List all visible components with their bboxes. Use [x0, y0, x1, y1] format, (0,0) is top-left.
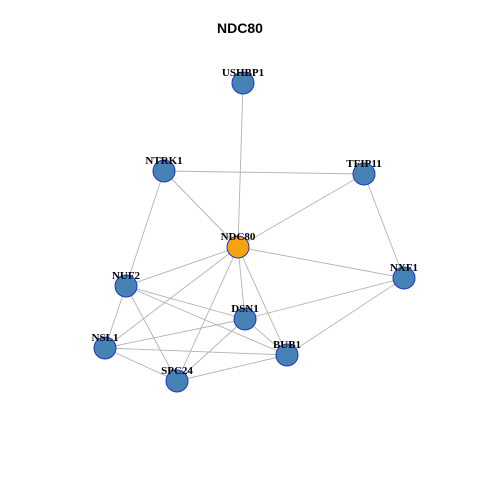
node-circle[interactable] [165, 369, 189, 393]
node-label: NDC80 [221, 231, 256, 243]
edge-dsn1-nsl1 [104, 318, 246, 349]
edge-ndc80-dsn1 [237, 246, 246, 320]
node-label: USHBP1 [222, 67, 264, 79]
edge-nsl1-spc24 [104, 347, 178, 382]
node-label: NUF2 [112, 270, 141, 282]
edge-tfip11-nxf1 [363, 173, 405, 279]
node-circle[interactable] [352, 162, 376, 186]
node-circle[interactable] [152, 159, 176, 183]
node-ndc80[interactable]: NDC80 [221, 231, 256, 259]
node-circle[interactable] [231, 71, 255, 95]
edge-nuf2-bub1 [125, 285, 288, 356]
edge-nuf2-spc24 [125, 285, 178, 382]
edge-spc24-bub1 [176, 354, 288, 382]
edge-ndc80-nxf1 [237, 246, 405, 279]
node-circle[interactable] [226, 235, 250, 259]
node-tfip11[interactable]: TFIP11 [346, 158, 382, 186]
page-title: NDC80 [217, 20, 263, 36]
node-circle[interactable] [114, 274, 138, 298]
node-nsl1[interactable]: NSL1 [92, 332, 119, 360]
edge-ntrk1-nuf2 [125, 170, 165, 287]
edge-nuf2-dsn1 [125, 285, 246, 320]
node-label: NXF1 [390, 262, 418, 274]
node-nuf2[interactable]: NUF2 [112, 270, 141, 298]
node-circle[interactable] [233, 307, 257, 331]
node-label: DSN1 [231, 303, 259, 315]
edge-ndc80-nuf2 [125, 246, 239, 287]
edge-ndc80-spc24 [176, 246, 239, 382]
node-spc24[interactable]: SPC24 [161, 365, 193, 393]
node-nxf1[interactable]: NXF1 [390, 262, 418, 290]
edge-ntrk1-ndc80 [163, 170, 239, 248]
node-ntrk1[interactable]: NTRK1 [145, 155, 183, 183]
edge-dsn1-spc24 [176, 318, 246, 382]
edge-nsl1-bub1 [104, 347, 288, 356]
node-label: NSL1 [92, 332, 119, 344]
edge-tfip11-ndc80 [237, 173, 365, 248]
node-label: TFIP11 [346, 158, 381, 170]
edge-ushbp1-ndc80 [237, 82, 244, 248]
node-ushbp1[interactable]: USHBP1 [222, 67, 264, 95]
node-circle[interactable] [392, 266, 416, 290]
edge-ndc80-bub1 [237, 246, 288, 356]
node-label: NTRK1 [145, 155, 182, 167]
node-circle[interactable] [93, 336, 117, 360]
node-dsn1[interactable]: DSN1 [231, 303, 259, 331]
node-circle[interactable] [275, 343, 299, 367]
edge-ndc80-nsl1 [104, 246, 239, 349]
edge-ntrk1-tfip11 [163, 170, 365, 175]
node-label: BUB1 [273, 339, 301, 351]
edge-nxf1-dsn1 [244, 277, 405, 320]
node-label: SPC24 [161, 365, 193, 377]
edge-nxf1-bub1 [286, 277, 405, 356]
node-bub1[interactable]: BUB1 [273, 339, 301, 367]
